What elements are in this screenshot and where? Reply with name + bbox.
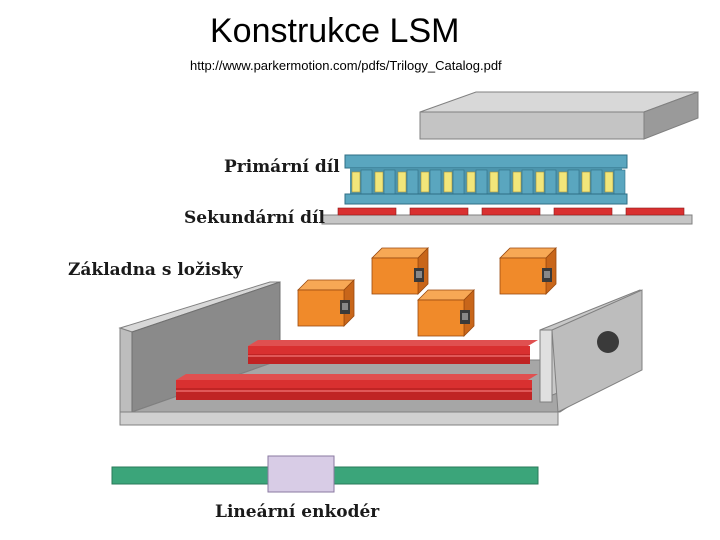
coil-winding bbox=[420, 169, 442, 195]
magnet bbox=[553, 207, 613, 216]
magnet bbox=[337, 207, 397, 216]
label-linear-encoder: Lineární enkodér bbox=[215, 502, 380, 522]
magnet bbox=[481, 207, 541, 216]
coil-winding bbox=[397, 169, 419, 195]
primary-part bbox=[344, 154, 628, 205]
bearing-block bbox=[297, 279, 355, 327]
coil-winding bbox=[512, 169, 534, 195]
coil-winding bbox=[466, 169, 488, 195]
slide-title: Konstrukce LSM bbox=[210, 12, 460, 50]
source-url: http://www.parkermotion.com/pdfs/Trilogy… bbox=[190, 58, 502, 73]
coil-winding bbox=[443, 169, 465, 195]
coil-winding bbox=[374, 169, 396, 195]
bearing-block bbox=[417, 289, 475, 337]
magnet-strip bbox=[337, 207, 685, 216]
label-secondary-part: Sekundární díl bbox=[184, 208, 325, 228]
coil-winding bbox=[489, 169, 511, 195]
bearing-blocks bbox=[297, 247, 557, 337]
linear-rails bbox=[176, 340, 538, 400]
cover-plate bbox=[419, 91, 699, 140]
coil-winding bbox=[604, 169, 626, 195]
bearing-block bbox=[371, 247, 429, 295]
label-primary-part: Primární díl bbox=[224, 157, 340, 177]
linear-encoder bbox=[111, 455, 539, 493]
coil-winding bbox=[535, 169, 557, 195]
bearing-block bbox=[499, 247, 557, 295]
secondary-part bbox=[321, 207, 693, 225]
magnet bbox=[625, 207, 685, 216]
coil-winding bbox=[581, 169, 603, 195]
magnet bbox=[409, 207, 469, 216]
coil-winding bbox=[558, 169, 580, 195]
label-base-with-bearings: Základna s ložisky bbox=[68, 260, 243, 280]
coil-winding bbox=[351, 169, 373, 195]
